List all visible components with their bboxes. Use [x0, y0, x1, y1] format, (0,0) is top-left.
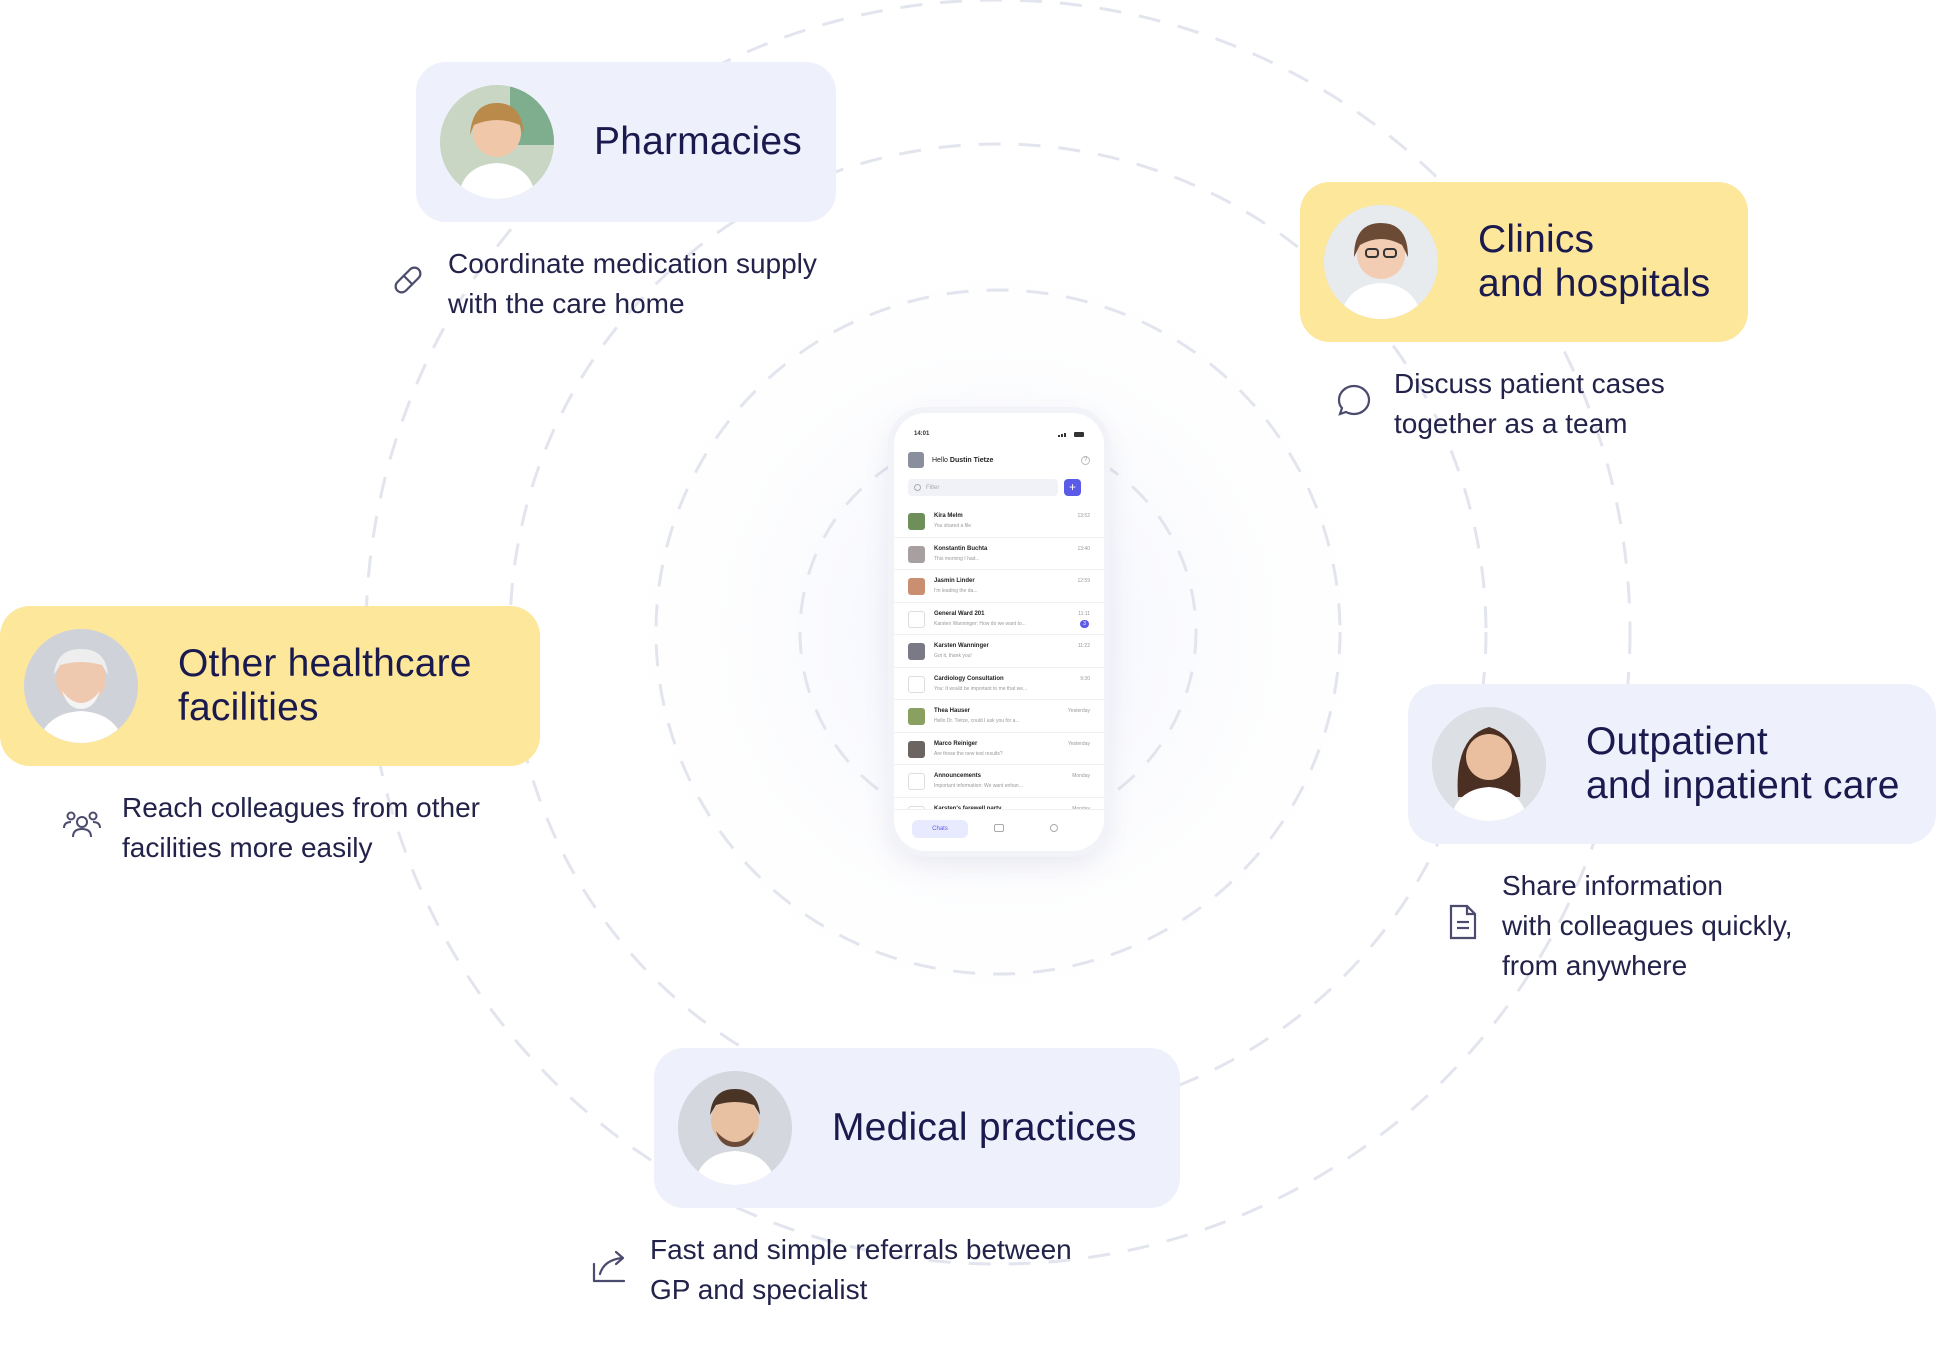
- chat-time: Monday: [1072, 773, 1090, 779]
- chat-preview: Important information: We want enhan...: [934, 783, 1023, 789]
- help-icon[interactable]: ?: [1081, 455, 1090, 465]
- chat-preview: Are these the new test results?: [934, 750, 1003, 757]
- chat-bubble-icon: [1337, 384, 1371, 416]
- gp-avatar: [678, 1071, 792, 1185]
- tab-chats[interactable]: Chats: [912, 820, 968, 838]
- card-medical-practices[interactable]: Medical practices: [654, 1048, 1180, 1208]
- chat-time: 9:30: [1080, 675, 1090, 682]
- phone-header: Hello Dustin Tietze ?: [908, 449, 1090, 471]
- chat-name: Marco Reiniger: [934, 740, 978, 747]
- card-pharmacies[interactable]: Pharmacies: [416, 62, 836, 222]
- feature-outpatient: Share information with colleagues quickl…: [1442, 866, 1793, 986]
- chat-avatar: [908, 740, 925, 758]
- chat-name: Cardiology Consultation: [934, 675, 1004, 682]
- status-time: 14:01: [914, 431, 930, 437]
- chat-time: Yesterday: [1067, 708, 1090, 714]
- card-title: Outpatient and inpatient care: [1586, 720, 1900, 807]
- phone-status-bar: 14:01: [914, 431, 1084, 441]
- pharmacist-avatar: [440, 85, 554, 199]
- chat-name: Thea Hauser: [934, 708, 971, 714]
- share-arrow-icon: [592, 1250, 626, 1283]
- card-clinics[interactable]: Clinics and hospitals: [1300, 182, 1748, 342]
- chat-preview: Got it, thank you!: [934, 653, 972, 659]
- chat-avatar: [908, 610, 925, 628]
- contacts-icon[interactable]: [1050, 824, 1058, 832]
- unread-badge: 3: [1080, 619, 1089, 628]
- add-chat-button[interactable]: +: [1064, 479, 1081, 496]
- feature-text: Fast and simple referrals between GP and…: [650, 1234, 1072, 1305]
- card-title: Pharmacies: [594, 120, 802, 163]
- chat-name: Kira Melm: [934, 513, 963, 519]
- chat-preview: Hello Dr. Tietze, could I ask you for a.…: [934, 718, 1020, 724]
- chat-time: 13:40: [1077, 545, 1090, 552]
- chat-name: Konstantin Buchta: [934, 545, 988, 552]
- feature-medical-practices: Fast and simple referrals between GP and…: [590, 1230, 1072, 1310]
- card-outpatient[interactable]: Outpatient and inpatient care: [1408, 684, 1936, 844]
- greeting: Hello Dustin Tietze: [932, 456, 994, 464]
- tab-bar: Chats: [894, 809, 1104, 851]
- chat-time: Yesterday: [1067, 740, 1090, 747]
- chat-avatar: [908, 675, 925, 693]
- feature-text: Coordinate medication supply with the ca…: [448, 248, 817, 319]
- chat-avatar: [908, 513, 925, 530]
- chat-name: Announcements: [934, 773, 982, 779]
- group-icon: [63, 811, 101, 838]
- card-title: Medical practices: [832, 1106, 1137, 1149]
- chat-name: Karsten's farewell party: [934, 806, 1001, 812]
- chat-time: Monday: [1072, 806, 1090, 812]
- chat-preview: This morning I had...: [934, 555, 980, 562]
- filter-input[interactable]: Filter: [908, 479, 1058, 496]
- feature-text: Reach colleagues from other facilities m…: [122, 792, 480, 863]
- mail-icon[interactable]: [994, 824, 1004, 832]
- chat-avatar: [908, 545, 925, 563]
- chat-avatar: [908, 578, 925, 595]
- chat-preview: I'm leading the da...: [934, 588, 978, 594]
- feature-text: Share information with colleagues quickl…: [1502, 870, 1793, 981]
- chat-preview: You: It would be important to me that we…: [934, 685, 1028, 692]
- chat-preview: Karsten Wanninger: How do we want to...: [934, 620, 1026, 627]
- feature-pharmacies: Coordinate medication supply with the ca…: [388, 244, 817, 324]
- chat-time: 11:22: [1077, 643, 1090, 649]
- feature-other-facilities: Reach colleagues from other facilities m…: [62, 788, 480, 868]
- card-title: Other healthcare facilities: [178, 642, 472, 729]
- senior-doctor-avatar: [24, 629, 138, 743]
- phone-mockup: 14:01 Hello Dustin Tietze ? Filter + Kir…: [894, 413, 1104, 851]
- chat-avatar: [908, 708, 925, 725]
- nurse-avatar: [1432, 707, 1546, 821]
- chat-name: General Ward 201: [934, 610, 985, 617]
- card-title: Clinics and hospitals: [1478, 218, 1711, 305]
- user-avatar[interactable]: [908, 452, 924, 468]
- chat-time: 12:59: [1077, 578, 1090, 584]
- chat-avatar: [908, 643, 925, 660]
- feature-clinics: Discuss patient cases together as a team: [1334, 364, 1665, 444]
- signal-battery-icon: [1058, 432, 1084, 437]
- feature-text: Discuss patient cases together as a team: [1394, 368, 1665, 439]
- chat-name: Karsten Wanninger: [934, 643, 989, 649]
- chat-preview: You shared a file: [934, 523, 972, 529]
- document-icon: [1449, 904, 1477, 940]
- chat-avatar: [908, 773, 925, 790]
- search-icon: [914, 484, 921, 491]
- chat-name: Jasmin Linder: [934, 578, 975, 584]
- chat-time: 13:52: [1077, 513, 1090, 519]
- pill-icon: [394, 266, 422, 294]
- card-other-facilities[interactable]: Other healthcare facilities: [0, 606, 540, 766]
- doctor-avatar: [1324, 205, 1438, 319]
- chat-time: 11:11: [1078, 610, 1090, 617]
